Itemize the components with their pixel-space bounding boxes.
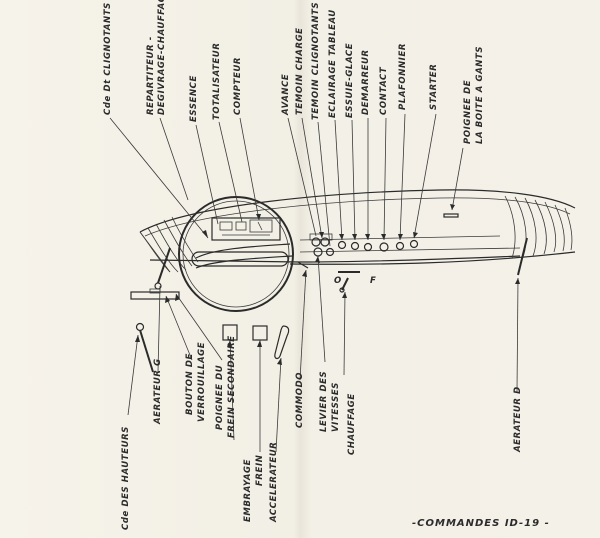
- label-poignee-boite-2: LA BOITE A GANTS: [475, 46, 485, 144]
- label-bouton-verrouillage-1: BOUTON DE: [185, 353, 195, 415]
- label-poignee-frein-2: FREIN SECONDAIRE: [227, 335, 237, 438]
- label-poignee-frein-1: POIGNEE DU: [215, 365, 225, 430]
- label-levier-2: VITESSES: [331, 382, 341, 432]
- steering-wheel: [178, 196, 294, 312]
- label-plafonnier: PLAFONNIER: [398, 43, 408, 110]
- leader-lines: [109, 113, 519, 453]
- label-eclairage-tableau: ECLAIRAGE TABLEAU: [328, 9, 338, 118]
- label-bouton-verrouillage-2: VERROUILLAGE: [197, 342, 207, 422]
- label-chauffage: CHAUFFAGE: [347, 393, 357, 455]
- right-aerator: [517, 237, 528, 276]
- label-avance: AVANCE: [281, 74, 291, 116]
- label-levier-1: LEVIER DES: [319, 371, 329, 432]
- label-commodo: COMMODO: [295, 372, 305, 428]
- heater-slider: [338, 271, 360, 293]
- left-controls: [130, 247, 180, 373]
- arrow-heads: [135, 204, 520, 365]
- label-embrayage: EMBRAYAGE: [243, 459, 253, 522]
- label-accelerateur: ACCELERATEUR: [269, 442, 279, 523]
- label-essence: ESSENCE: [189, 75, 199, 122]
- label-temoin-charge: TEMOIN CHARGE: [295, 27, 305, 115]
- label-cde-clignotants: Cde Dt CLIGNOTANTS: [103, 2, 113, 115]
- heater-off-mark: O: [334, 276, 342, 286]
- commodo-stalk: [297, 261, 309, 269]
- label-cde-hauteurs: Cde DES HAUTEURS: [121, 426, 131, 530]
- label-repartiteur-1: REPARTITEUR -: [146, 36, 156, 115]
- label-essuie-glace: ESSUIE-GLACE: [345, 43, 355, 118]
- label-compteur: COMPTEUR: [233, 57, 243, 115]
- control-knobs: [309, 213, 459, 257]
- caption: -COMMANDES ID-19 -: [412, 518, 550, 529]
- left-grille: [139, 216, 199, 273]
- heater-full-mark: F: [370, 276, 376, 286]
- label-contact: CONTACT: [379, 66, 389, 115]
- label-repartiteur-2: DEGIVRAGE-CHAUFFAGE: [157, 0, 167, 115]
- label-totalisateur: TOTALISATEUR: [212, 43, 222, 120]
- label-demarreur: DEMARREUR: [361, 49, 371, 115]
- right-grille: [504, 195, 573, 259]
- label-poignee-boite-1: POIGNEE DE: [463, 80, 473, 144]
- label-starter: STARTER: [429, 64, 439, 110]
- label-temoin-clignotants: TEMOIN CLIGNOTANTS: [311, 2, 321, 120]
- label-frein: FREIN: [255, 455, 265, 486]
- label-aerateur-d: AERATEUR D: [513, 386, 523, 453]
- dashboard-outline: [139, 189, 576, 265]
- instrument-cluster: [211, 217, 281, 241]
- label-aerateur-g: AERATEUR G: [153, 358, 163, 425]
